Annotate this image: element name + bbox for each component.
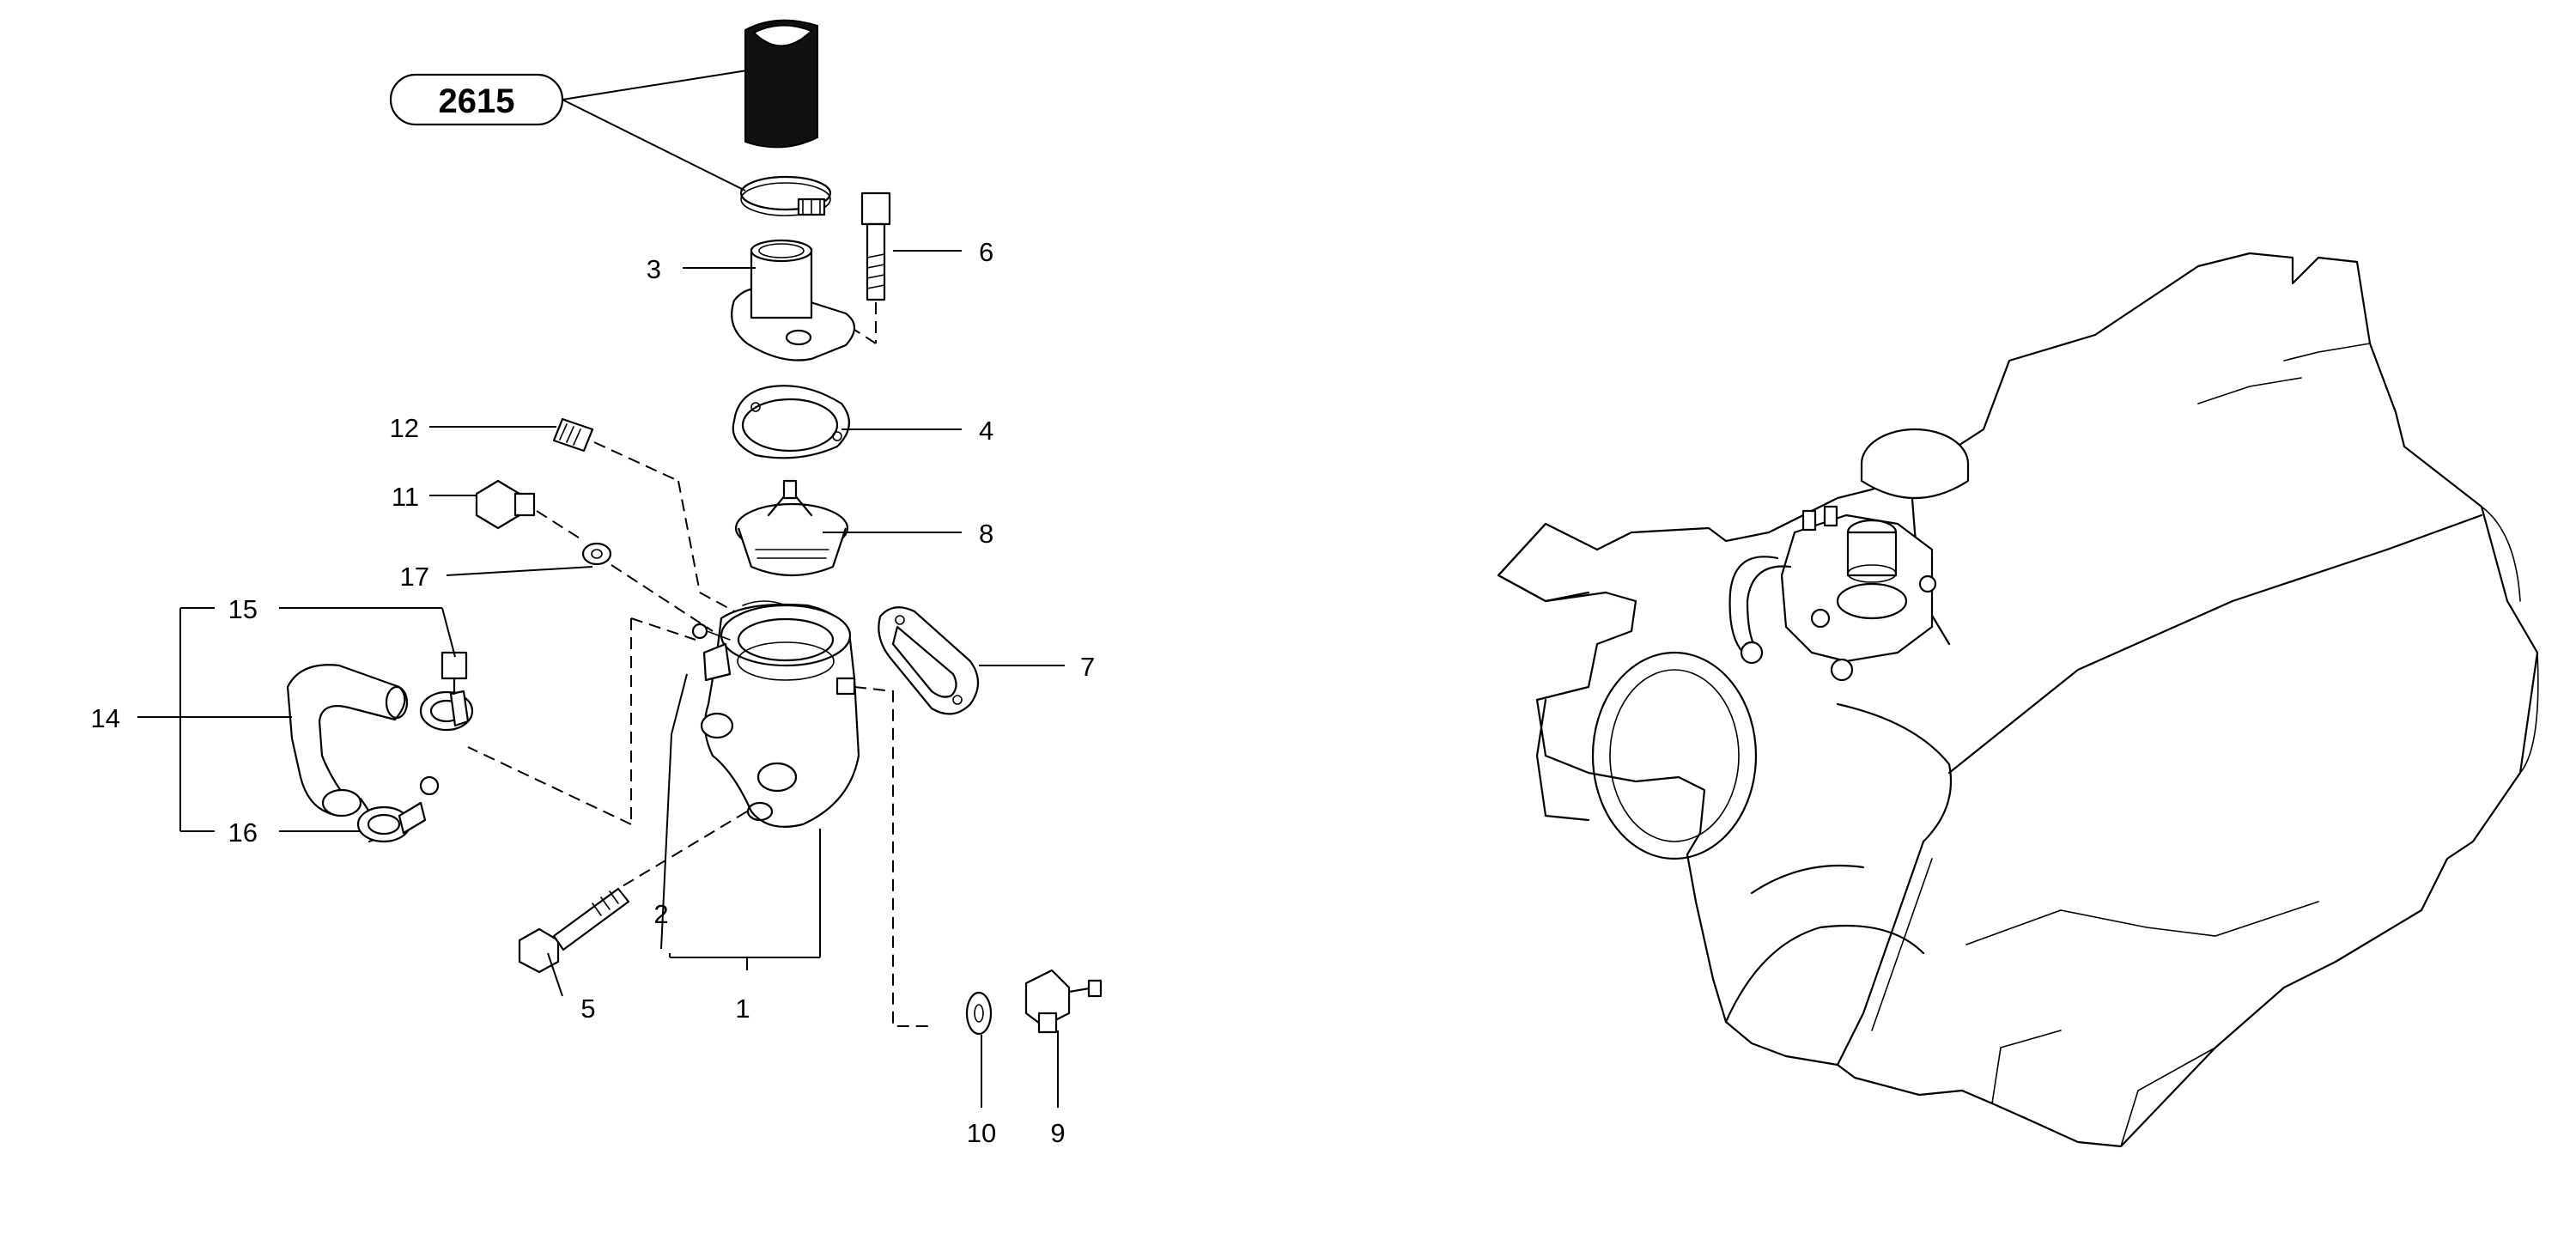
callout-7: 7	[1080, 652, 1095, 682]
callout-3: 3	[647, 254, 661, 284]
reference-badge-label: 2615	[439, 82, 515, 120]
part-10-washer	[965, 991, 993, 1036]
part-11-plug	[475, 479, 585, 542]
part-4-gasket	[732, 385, 850, 459]
exploded-view: 2615	[91, 19, 1103, 1148]
part-7-side-gasket	[878, 606, 980, 715]
callout-11: 11	[392, 482, 419, 512]
part-17-washer	[581, 542, 714, 632]
part-16-hose-clamp	[356, 775, 440, 843]
hose-clamp	[739, 175, 832, 216]
part-3-thermostat-cover	[731, 239, 856, 362]
callout-5: 5	[580, 994, 595, 1024]
callout-1: 1	[735, 994, 750, 1024]
engine-locator-view	[1497, 252, 2539, 1148]
callout-10: 10	[967, 1118, 996, 1148]
callout-9: 9	[1050, 1118, 1065, 1148]
callout-14: 14	[91, 703, 120, 733]
part-1-thermostat-housing	[691, 600, 860, 828]
callout-15: 15	[228, 594, 258, 624]
coolant-hose	[744, 19, 818, 149]
part-8-thermostat	[734, 479, 849, 577]
part-12-sleeve	[552, 417, 748, 619]
callout-8: 8	[979, 519, 993, 549]
part-9-temperature-sender	[1024, 969, 1103, 1034]
callout-2: 2	[653, 899, 668, 929]
callout-17: 17	[400, 562, 429, 592]
callout-4: 4	[979, 416, 993, 446]
reference-group-2615[interactable]: 2615	[389, 70, 748, 191]
part-15-hose-clamp	[419, 651, 474, 732]
callout-6: 6	[979, 237, 993, 267]
callout-16: 16	[228, 817, 258, 848]
part-5-bolt	[518, 887, 630, 974]
callout-12: 12	[390, 413, 419, 443]
thermostat-location-highlight	[1728, 505, 1937, 682]
